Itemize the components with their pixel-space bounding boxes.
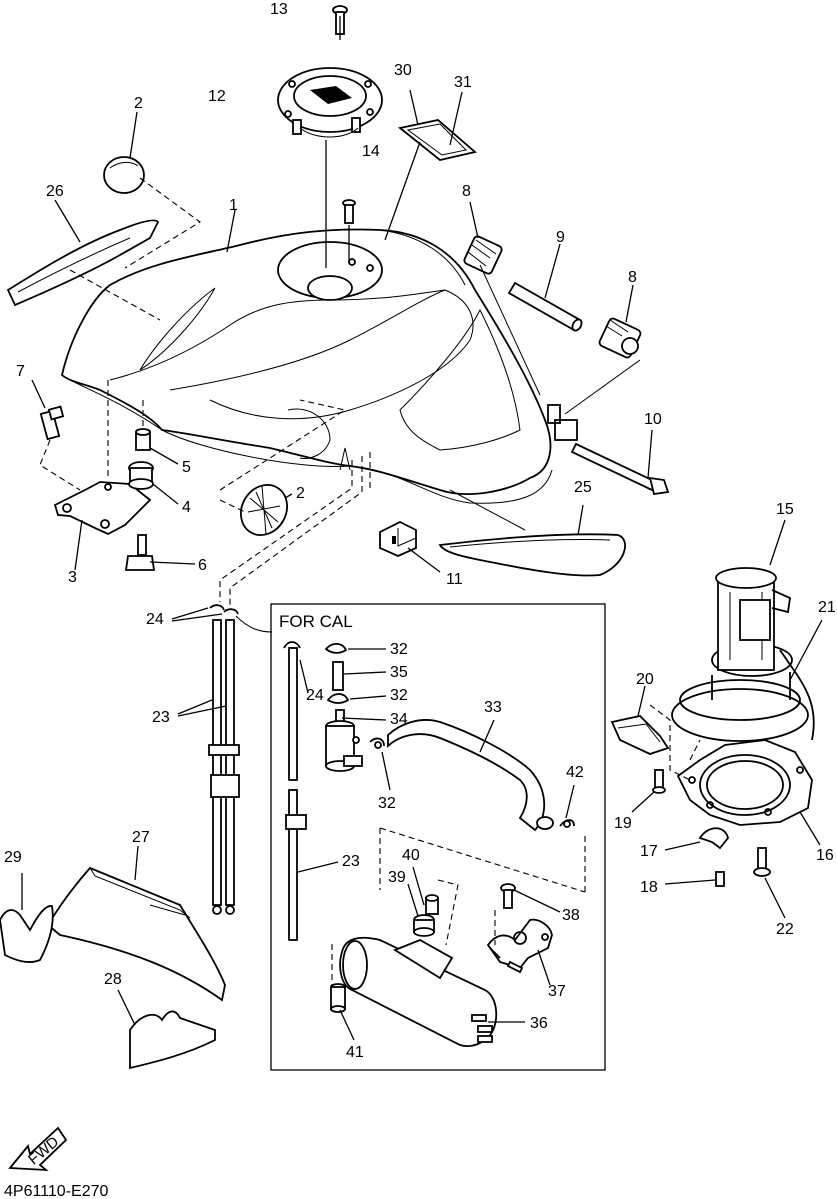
callout-11: 11	[446, 571, 463, 588]
callout-39: 39	[388, 869, 406, 886]
callout-12: 12	[208, 88, 226, 105]
callout-30: 30	[394, 62, 412, 79]
leader-lines	[21, 16, 823, 1041]
drain-cover-disc	[240, 484, 288, 536]
callout-3: 3	[68, 569, 77, 586]
callout-41: 41	[346, 1044, 364, 1061]
callout-37: 37	[548, 983, 566, 1000]
bolt-14	[342, 199, 356, 224]
callout-23-box: 23	[342, 853, 360, 870]
canister-36	[339, 936, 498, 1048]
bolt-10	[570, 442, 670, 496]
bracket-20	[610, 715, 670, 755]
screw-18	[715, 871, 725, 887]
hose-33	[387, 719, 554, 832]
bolt-19	[652, 769, 666, 794]
callout-31: 31	[454, 74, 472, 91]
callout-24-box: 24	[306, 687, 324, 704]
callout-5: 5	[182, 459, 191, 476]
callout-32-top: 32	[390, 641, 408, 658]
spacer-41	[330, 983, 346, 1013]
callout-2-top: 2	[134, 95, 143, 112]
collar-5	[135, 428, 151, 451]
clip-32-low	[369, 737, 385, 749]
callout-34: 34	[390, 711, 408, 728]
callout-24-left: 24	[146, 611, 164, 628]
callout-32-mid: 32	[390, 687, 408, 704]
filter-8-right	[598, 317, 642, 359]
cover-disc	[103, 156, 145, 194]
callout-8-right: 8	[628, 269, 637, 286]
callout-26: 26	[46, 183, 64, 200]
callout-33: 33	[484, 699, 502, 716]
screw-38	[500, 883, 516, 909]
fuel-tank	[61, 228, 578, 504]
callout-7: 7	[16, 363, 25, 380]
callout-2-bottom: 2	[296, 485, 305, 502]
clip-11	[379, 520, 417, 557]
callout-25: 25	[574, 479, 592, 496]
fuel-pump	[671, 567, 815, 742]
callout-22: 22	[776, 921, 794, 938]
callout-9: 9	[556, 229, 565, 246]
callout-1: 1	[229, 197, 238, 214]
for-cal-title: FOR CAL	[279, 612, 353, 631]
callout-10: 10	[644, 411, 662, 428]
callout-17: 17	[640, 843, 658, 860]
heat-shield-27	[46, 866, 226, 1002]
callout-32-low: 32	[378, 795, 396, 812]
grommet-39	[413, 914, 435, 937]
heat-shield-29	[0, 905, 54, 963]
callout-16: 16	[816, 847, 834, 864]
fwd-arrow-icon: FWD	[8, 1126, 68, 1172]
filter-8-left	[463, 235, 503, 275]
clip-42	[559, 819, 575, 828]
callout-42: 42	[566, 764, 584, 781]
callout-14: 14	[362, 143, 380, 160]
callout-19: 19	[614, 815, 632, 832]
grommet-4	[128, 461, 154, 490]
pipe-35	[332, 661, 344, 691]
breather-hoses	[208, 604, 240, 915]
callout-21: 21	[818, 599, 836, 616]
callout-8-left: 8	[462, 183, 471, 200]
cal-hose-23	[283, 641, 307, 941]
callout-23-left: 23	[152, 709, 170, 726]
side-cover-26	[6, 219, 160, 307]
clip-32-mid	[326, 693, 350, 704]
callout-28: 28	[104, 971, 122, 988]
callout-36: 36	[530, 1015, 548, 1032]
heat-shield-28	[129, 1010, 216, 1070]
clip-32-top	[324, 642, 348, 654]
callout-15: 15	[776, 501, 794, 518]
valve-34	[325, 709, 363, 772]
bracket-3	[53, 481, 152, 536]
seal-plate	[397, 119, 477, 161]
callout-38: 38	[562, 907, 580, 924]
collar-40	[425, 894, 439, 915]
bolt-6	[124, 534, 156, 571]
bracket-37	[486, 918, 553, 974]
side-cover-25	[438, 533, 627, 577]
callout-27: 27	[132, 829, 150, 846]
callout-20: 20	[636, 671, 654, 688]
flange-plate	[676, 739, 813, 826]
callout-40: 40	[402, 847, 420, 864]
callout-29: 29	[4, 849, 22, 866]
for-cal-box	[270, 603, 606, 1071]
callout-4: 4	[182, 499, 191, 516]
callout-35: 35	[390, 664, 408, 681]
fuel-cap	[277, 67, 383, 138]
callout-18: 18	[640, 879, 658, 896]
callout-13: 13	[270, 1, 288, 18]
callout-6: 6	[198, 557, 207, 574]
bolt-22	[753, 847, 771, 877]
bolt-7	[39, 405, 65, 441]
clip-17	[698, 827, 729, 850]
catalog-code: 4P61110-E270	[4, 1183, 108, 1199]
pipe-9	[507, 281, 583, 332]
